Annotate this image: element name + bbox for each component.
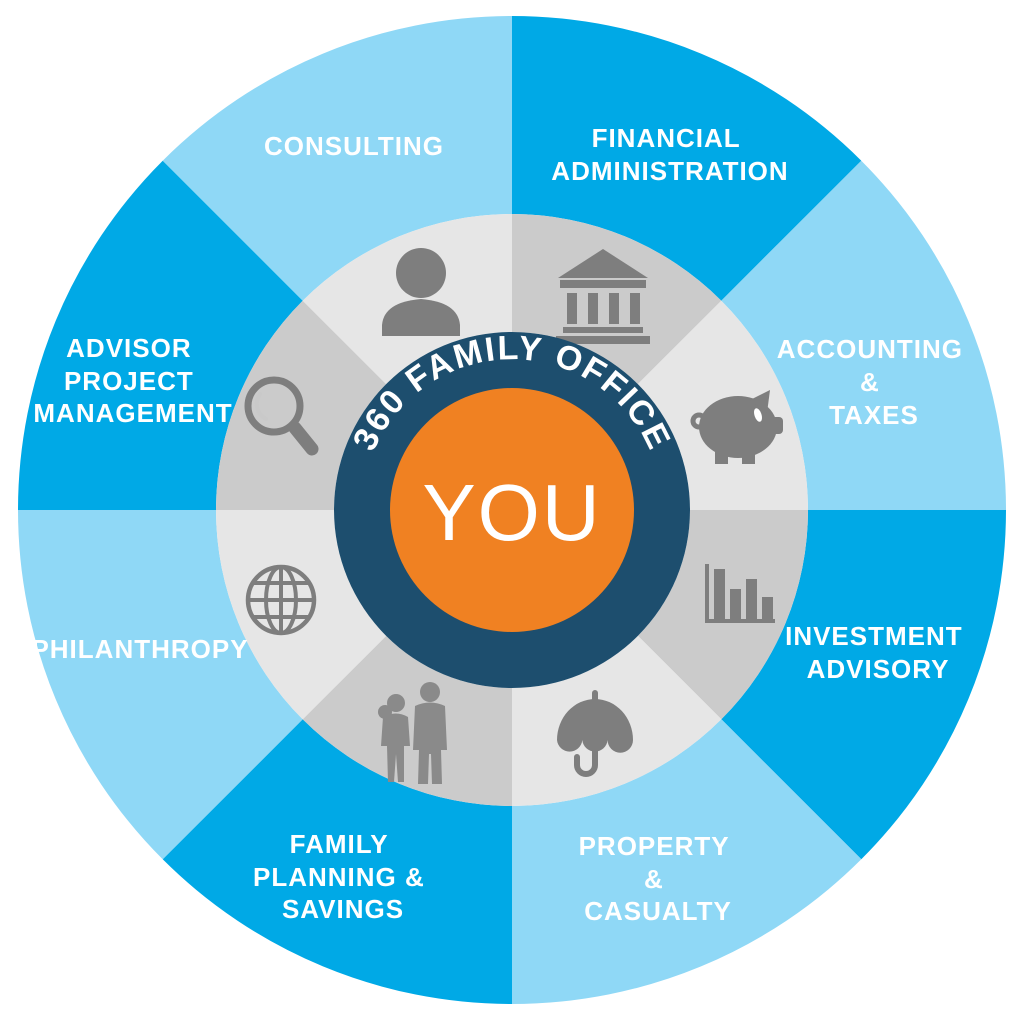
sector-family-planning-savings [162,719,512,1004]
label-consulting: CONSULTING [264,131,444,161]
bank-roof [558,249,648,278]
umbrella-icon [557,690,633,777]
hub-core [390,388,634,632]
person-icon [382,248,460,336]
family-icon [378,682,447,784]
umbrella-handle [574,737,598,777]
person-head [396,248,446,298]
inner-sector-philanthropy [216,510,387,720]
sector-advisor-project-management [18,160,303,510]
person-shoulders [382,299,460,336]
segment-labels: CONSULTING FINANCIAL ADMINISTRATION ACCO… [31,123,971,926]
magnifier-icon [244,376,319,456]
label-philanthropy: PHILANTHROPY [31,634,248,664]
sector-consulting [162,16,512,301]
sector-accounting-taxes [721,160,1006,510]
inner-sector-consulting [302,214,512,385]
umbrella-canopy [557,699,633,753]
magnifier-glass [244,376,304,436]
sector-property-casualty [512,719,862,1004]
label-property-casualty: PROPERTY & CASUALTY [579,831,738,926]
piggy-bank-icon [690,390,783,464]
magnifier-handle [288,421,319,456]
label-family-planning-savings: FAMILY PLANNING & SAVINGS [253,829,433,924]
globe-icon [245,564,317,636]
label-accounting-taxes: ACCOUNTING & TAXES [777,334,971,430]
piggy-snout [770,417,783,434]
sector-financial-administration [512,16,862,301]
hub-you-label: YOU [422,468,601,557]
label-advisor-project-management: ADVISOR PROJECT MANAGEMENT [33,333,232,428]
bank-icon [556,249,650,344]
outer-ring [18,16,1006,1004]
label-investment-advisory: INVESTMENT ADVISORY [785,621,971,684]
sector-philanthropy [18,510,303,860]
center-hub: 360 FAMILY OFFICE YOU [334,329,690,688]
label-financial-administration: FINANCIAL ADMINISTRATION [551,123,788,186]
magnifier-glint [254,392,268,421]
sector-investment-advisory [721,510,1006,860]
bar-chart-icon [705,564,775,623]
umbrella-tip [592,690,598,702]
piggy-eye [754,408,762,422]
piggy-ear [750,390,770,413]
